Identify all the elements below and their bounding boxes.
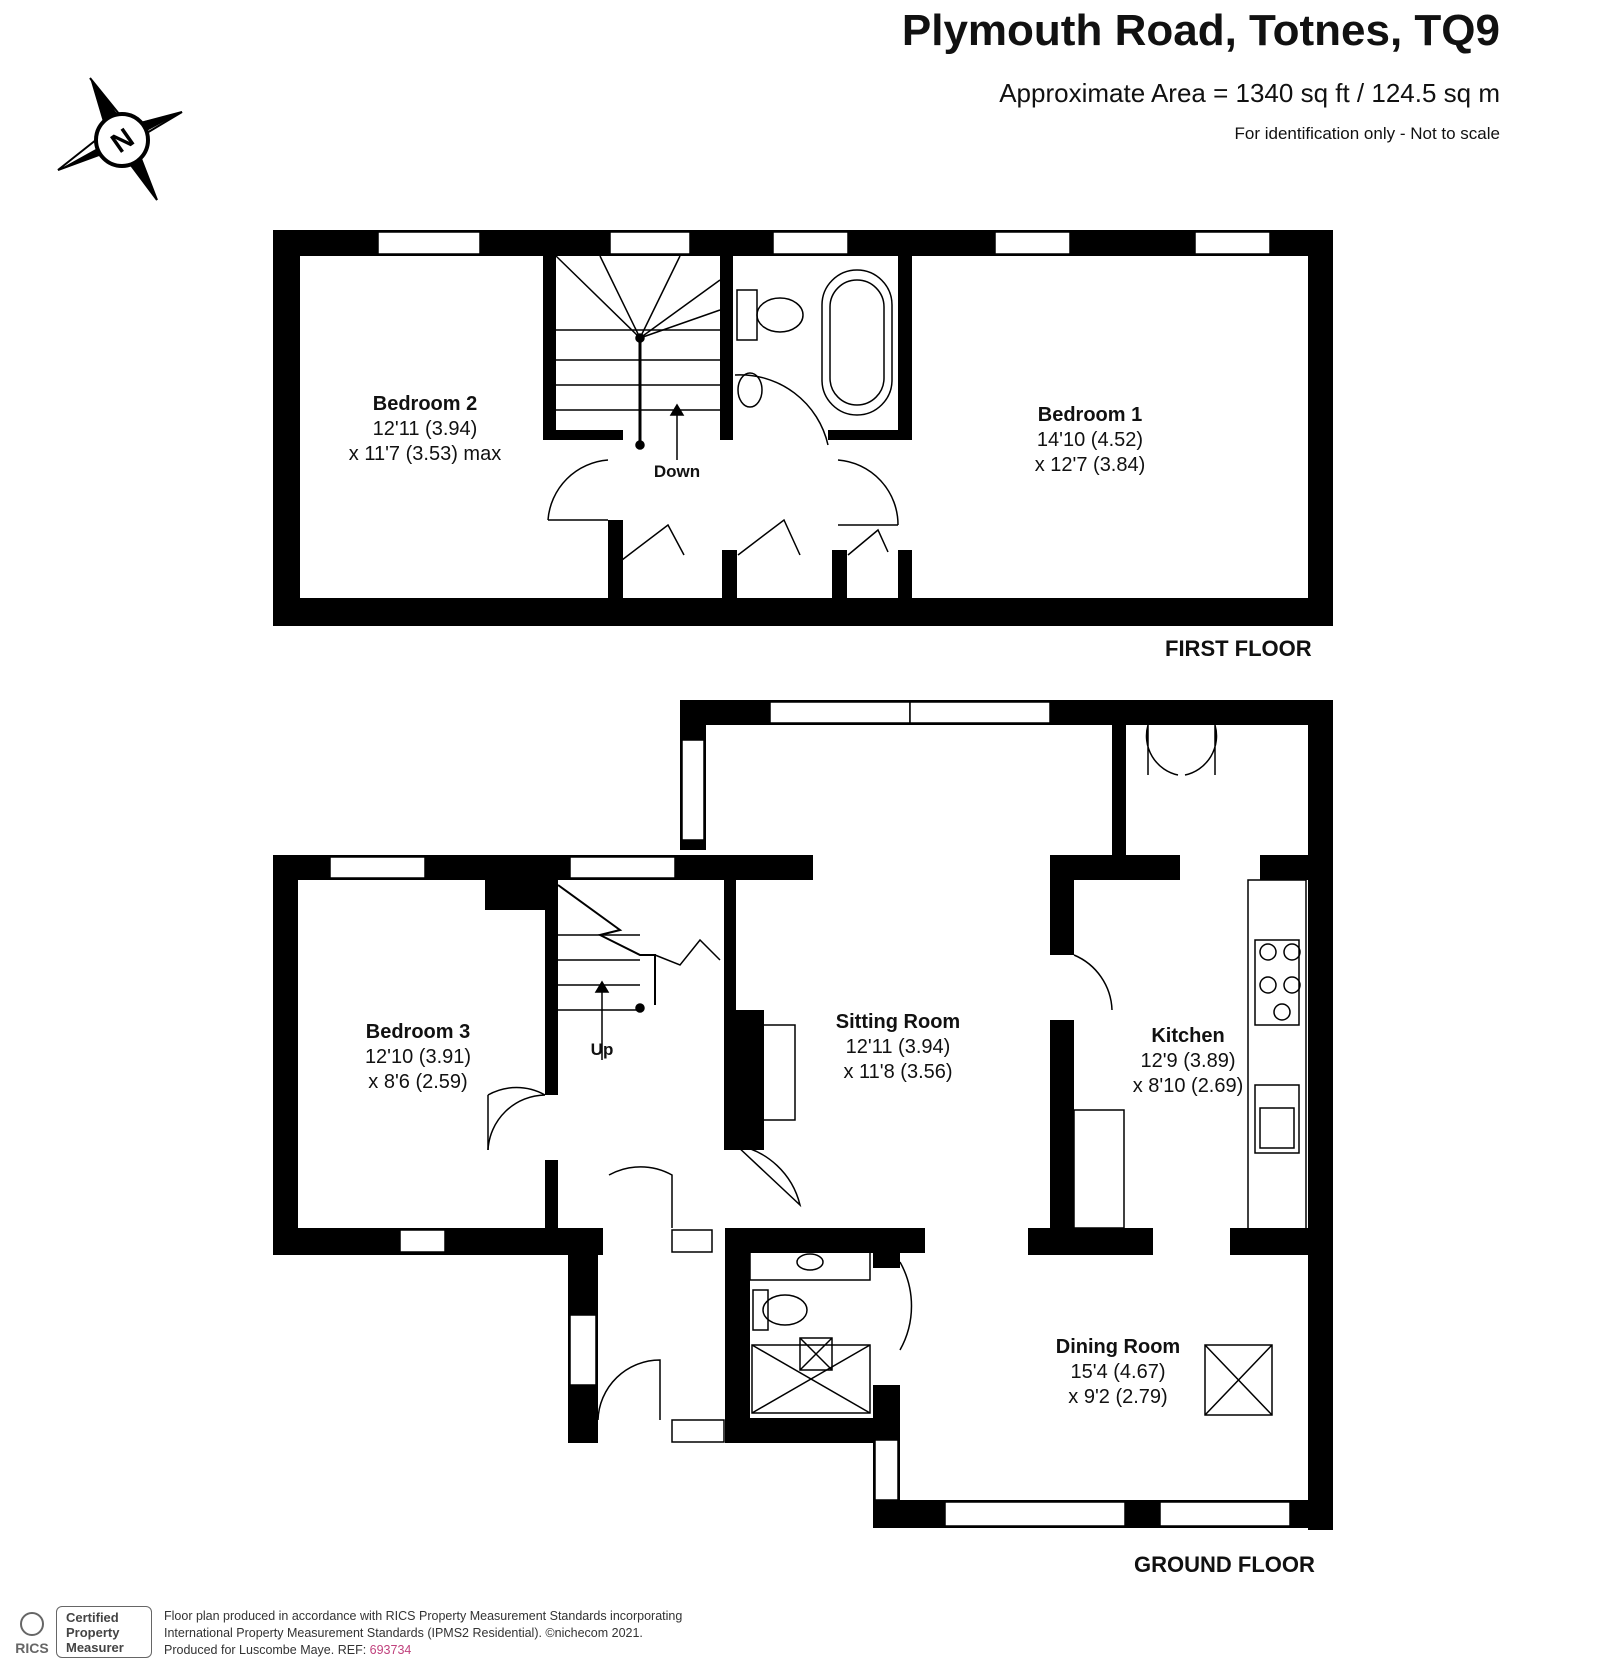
- room-name: Bedroom 1: [1037, 404, 1143, 426]
- room-dimension: x 12'7 (3.84): [1034, 454, 1146, 476]
- first-floor-label: FIRST FLOOR: [1165, 636, 1312, 661]
- room-dimension: 12'11 (3.94): [845, 1036, 951, 1058]
- room-name: Bedroom 2: [372, 393, 478, 415]
- reference-number: 693734: [369, 1643, 412, 1657]
- room-dining-room: Dining Room 15'4 (4.67) x 9'2 (2.79): [1056, 1335, 1180, 1410]
- first-floor-fixtures: [547, 255, 899, 561]
- svg-text:RICS: RICS: [15, 1640, 48, 1656]
- footer-line: Floor plan produced in accordance with R…: [164, 1609, 683, 1623]
- room-dimension: x 8'10 (2.69): [1132, 1075, 1244, 1097]
- room-dimension: x 11'7 (3.53) max: [348, 443, 502, 465]
- room-name: Bedroom 3: [365, 1021, 471, 1043]
- room-sitting-room: Sitting Room 12'11 (3.94) x 11'8 (3.56): [836, 1010, 960, 1085]
- room-dimension: 12'9 (3.89): [1140, 1050, 1236, 1072]
- page-title: Plymouth Road, Totnes, TQ9: [901, 6, 1500, 55]
- footer-produced-for: Produced for Luscombe Maye. REF:: [164, 1643, 370, 1657]
- badge-text: Property: [66, 1625, 120, 1640]
- stairs-up-label: Up: [590, 1040, 614, 1059]
- identification-note: For identification only - Not to scale: [1234, 124, 1500, 143]
- footer-line: International Property Measurement Stand…: [164, 1626, 643, 1640]
- room-dimension: x 9'2 (2.79): [1068, 1386, 1168, 1408]
- room-name: Dining Room: [1055, 1336, 1181, 1358]
- ground-floor-fixtures: [487, 724, 1307, 1421]
- stairs-down-label: Down: [653, 462, 701, 481]
- room-dimension: 12'11 (3.94): [372, 418, 478, 440]
- room-bedroom-1: Bedroom 1 14'10 (4.52) x 12'7 (3.84): [1035, 403, 1146, 478]
- compass-rose: N: [57, 77, 183, 201]
- room-kitchen: Kitchen 12'9 (3.89) x 8'10 (2.69): [1133, 1024, 1244, 1099]
- room-bedroom-3: Bedroom 3 12'10 (3.91) x 8'6 (2.59): [365, 1020, 471, 1095]
- room-dimension: 12'10 (3.91): [364, 1046, 472, 1068]
- room-dimension: 14'10 (4.52): [1036, 429, 1144, 451]
- approximate-area: Approximate Area = 1340 sq ft / 124.5 sq…: [999, 78, 1500, 108]
- certified-property-measurer-badge: Certified Property Measurer: [56, 1606, 152, 1658]
- badge-text: Measurer: [66, 1640, 124, 1655]
- badge-text: Certified: [66, 1610, 119, 1625]
- room-dimension: 15'4 (4.67): [1070, 1361, 1166, 1383]
- footer-line: Produced for Luscombe Maye. REF: 693734: [164, 1642, 682, 1659]
- first-floor-windows: [377, 231, 1271, 255]
- ground-floor-windows: [329, 701, 1291, 1527]
- footer-notes: Floor plan produced in accordance with R…: [164, 1608, 682, 1659]
- room-dimension: x 11'8 (3.56): [843, 1061, 953, 1083]
- room-name: Sitting Room: [835, 1011, 961, 1033]
- room-dimension: x 8'6 (2.59): [368, 1071, 468, 1093]
- ground-floor-label: GROUND FLOOR: [1134, 1552, 1315, 1577]
- room-bedroom-2: Bedroom 2 12'11 (3.94) x 11'7 (3.53) max: [349, 392, 501, 467]
- room-name: Kitchen: [1151, 1025, 1225, 1047]
- rics-logo: RICS: [15, 1612, 49, 1656]
